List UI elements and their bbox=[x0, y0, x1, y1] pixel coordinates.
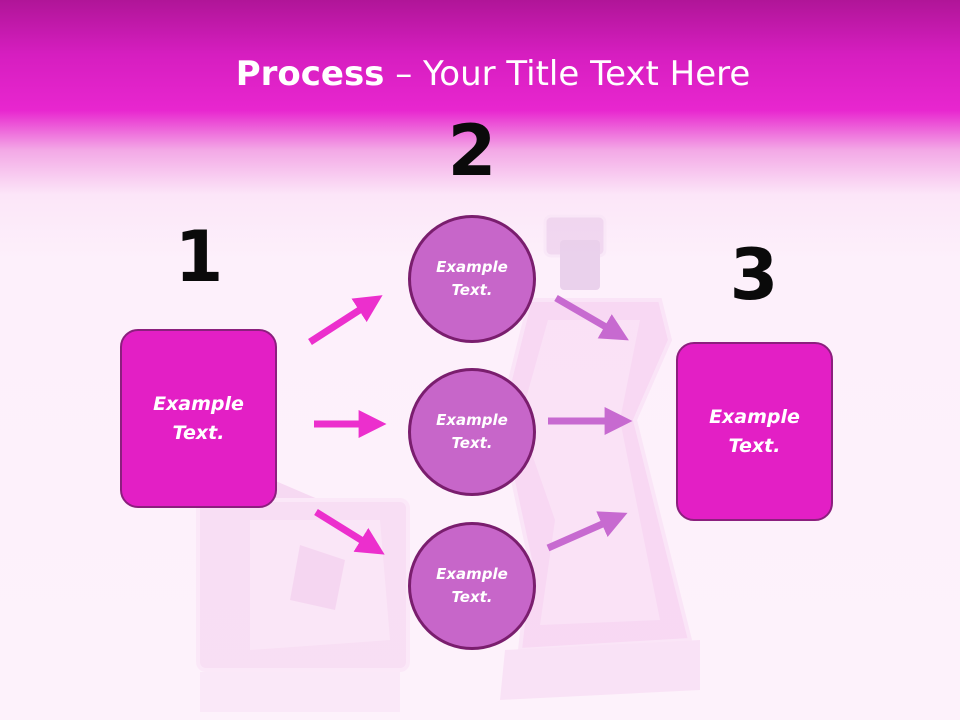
step-2-circle-middle: Example Text. bbox=[408, 368, 536, 496]
title-rest: – Your Title Text Here bbox=[384, 54, 751, 94]
arrow-bottom-to-3 bbox=[546, 511, 628, 552]
step-number-2: 2 bbox=[447, 110, 497, 192]
circle-middle-label: Example Text. bbox=[436, 411, 508, 452]
step-3-box: Example Text. bbox=[676, 342, 833, 521]
step-1-label: Example Text. bbox=[153, 392, 244, 444]
circle-bottom-label: Example Text. bbox=[436, 565, 508, 606]
step-2-circle-bottom: Example Text. bbox=[408, 522, 536, 650]
circle-top-label: Example Text. bbox=[436, 258, 508, 299]
step-number-1: 1 bbox=[174, 216, 224, 298]
step-3-label: Example Text. bbox=[709, 405, 800, 457]
step-2-circle-top: Example Text. bbox=[408, 215, 536, 343]
title-bold: Process bbox=[235, 54, 385, 94]
arrow-1-to-top bbox=[308, 295, 383, 345]
step-number-3: 3 bbox=[729, 234, 779, 316]
arrow-top-to-3 bbox=[554, 294, 629, 341]
step-1-box: Example Text. bbox=[120, 329, 277, 508]
slide-title: Process – Your Title Text Here bbox=[0, 52, 960, 96]
arrow-1-to-bottom bbox=[314, 509, 385, 555]
